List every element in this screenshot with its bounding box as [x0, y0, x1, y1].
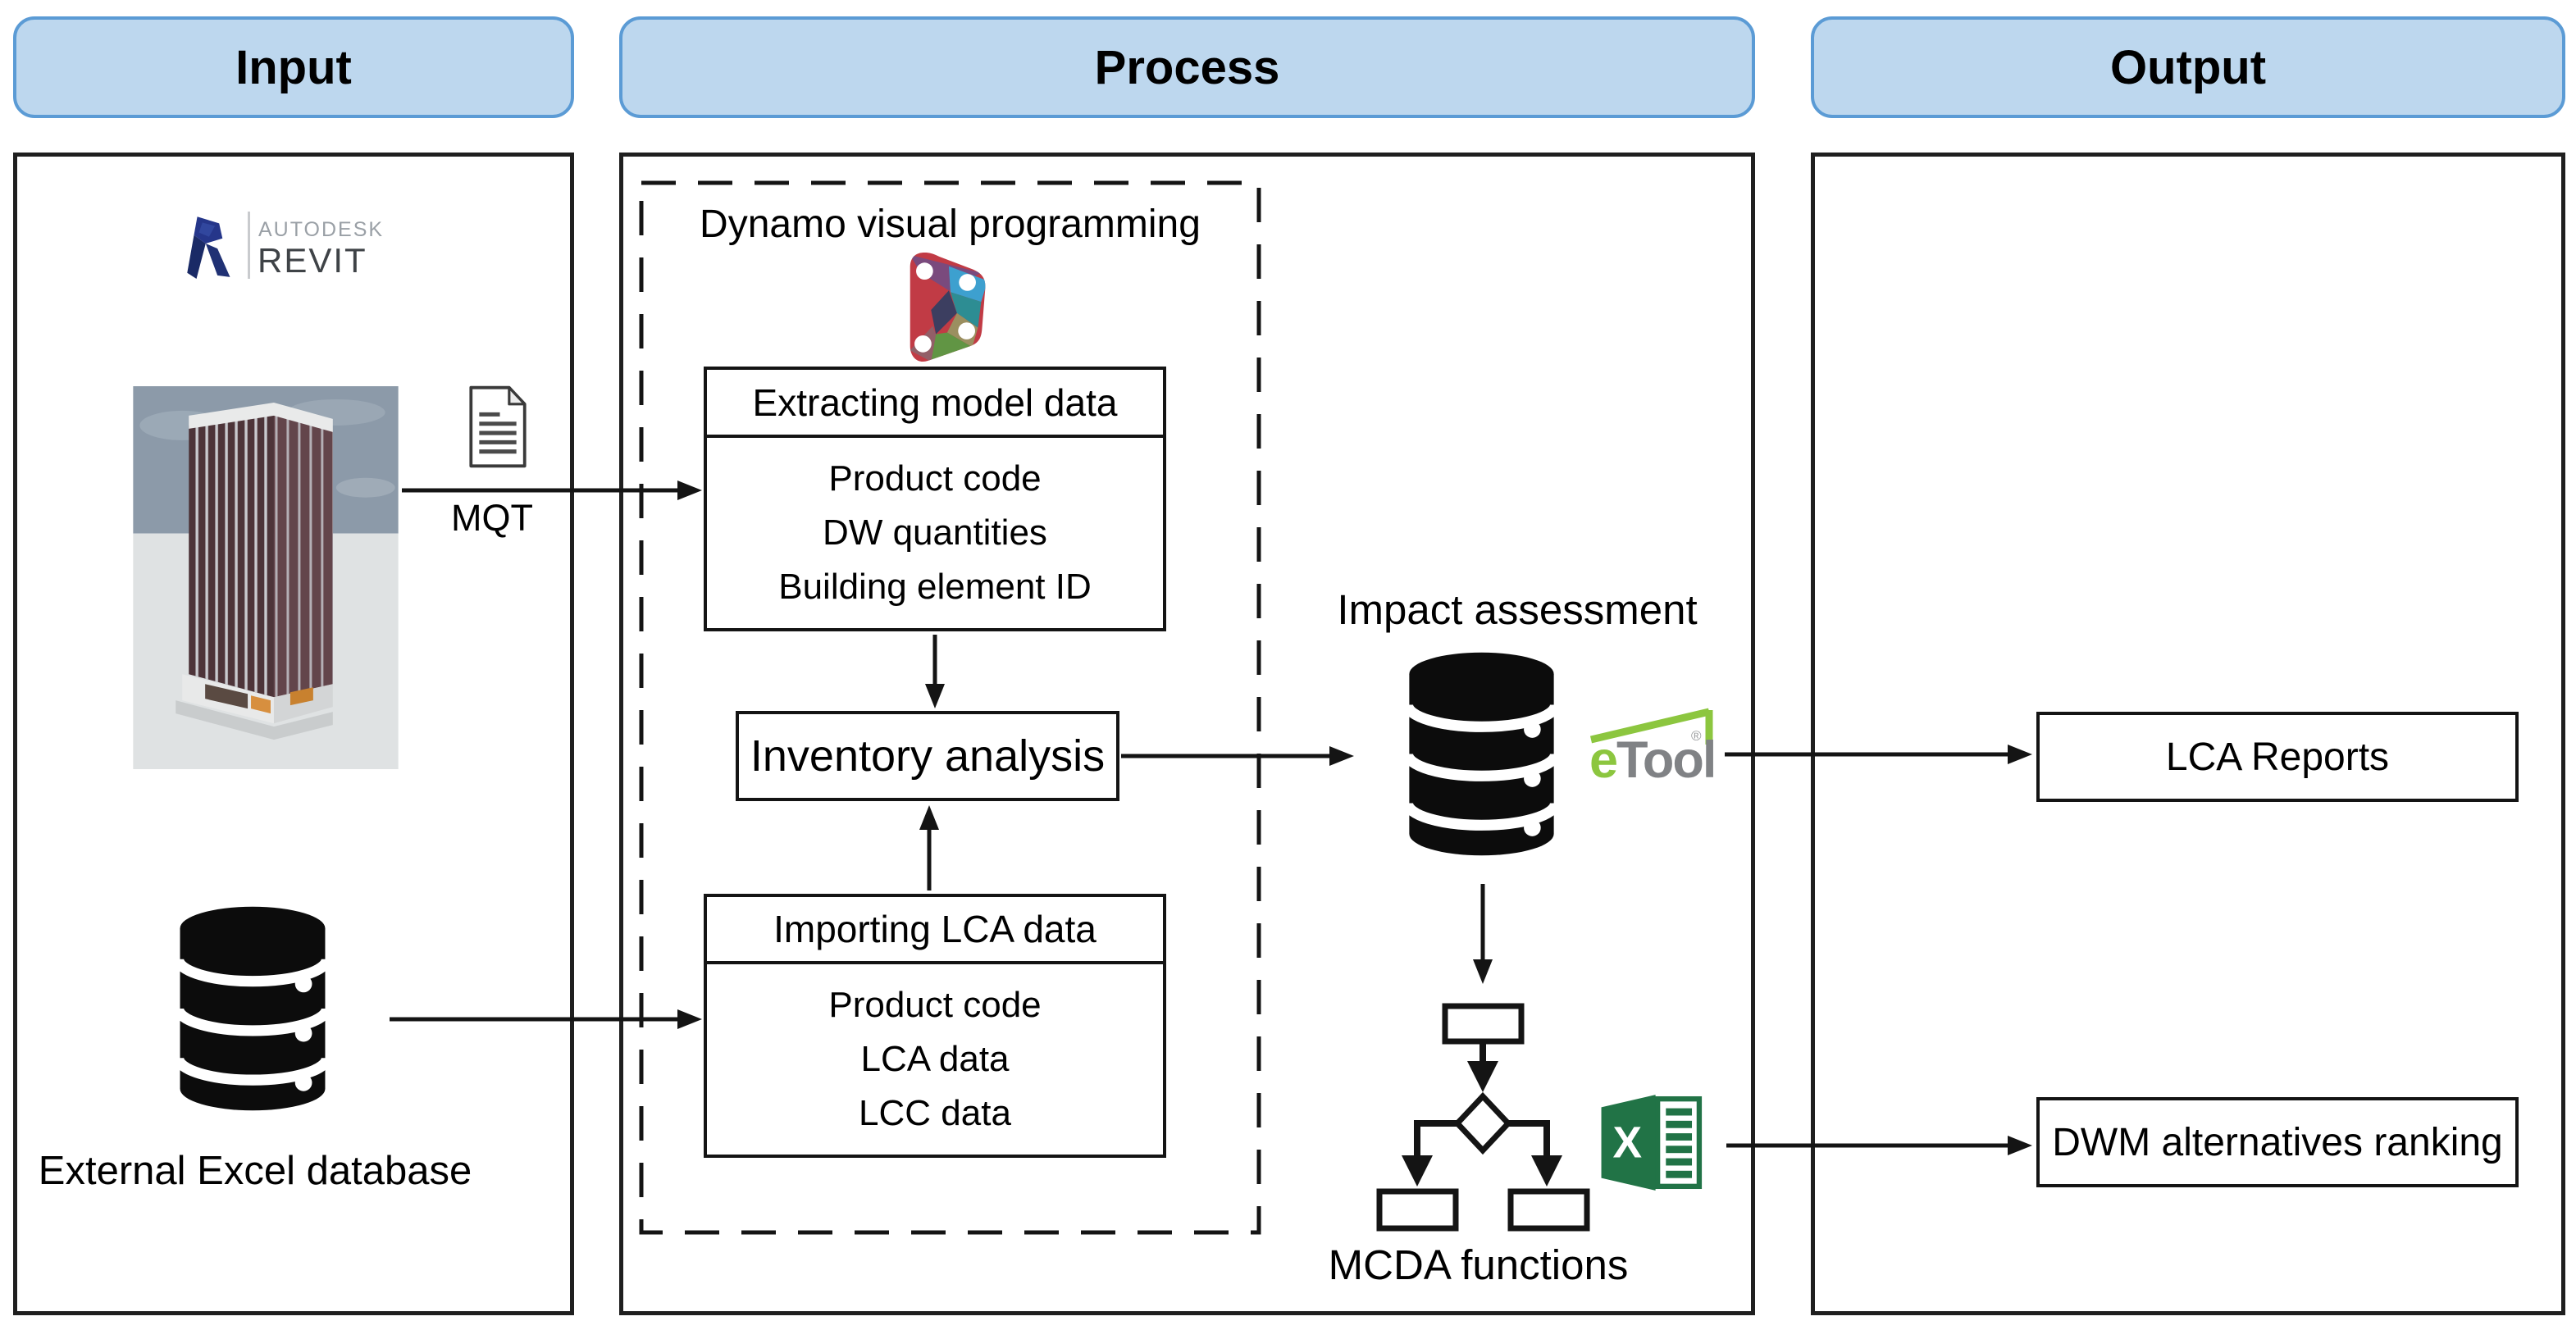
- revit-r-icon: [187, 216, 230, 279]
- mqt-document-icon: [469, 385, 527, 468]
- output-column-header: Output: [1811, 16, 2565, 118]
- autodesk-wordmark: AUTODESK: [258, 218, 385, 241]
- extracting-box-title: Extracting model data: [707, 370, 1163, 438]
- etool-letter-e: e: [1589, 731, 1618, 789]
- revit-wordmark: REVIT: [258, 241, 367, 280]
- process-header-label: Process: [1094, 40, 1280, 94]
- importing-item-lca-data: LCA data: [860, 1038, 1010, 1079]
- dynamo-visual-programming-label: Dynamo visual programming: [700, 203, 1201, 246]
- importing-box-items: Product code LCA data LCC data: [707, 964, 1163, 1154]
- input-column-header: Input: [13, 16, 574, 118]
- mcda-functions-label: MCDA functions: [1328, 1241, 1629, 1288]
- etool-registered-mark: ®: [1691, 728, 1702, 744]
- etool-wordmark: eTool: [1589, 735, 1717, 786]
- dwm-alternatives-ranking-box: DWM alternatives ranking: [2036, 1097, 2519, 1187]
- etool-logo: eTool ®: [1589, 705, 1721, 790]
- autodesk-revit-logo: AUTODESK REVIT: [185, 208, 390, 284]
- excel-x-letter: X: [1613, 1118, 1643, 1167]
- importing-item-lcc-data: LCC data: [859, 1092, 1011, 1133]
- importing-lca-data-box: Importing LCA data Product code LCA data…: [704, 894, 1166, 1158]
- external-database-icon: [175, 906, 331, 1111]
- extracting-model-data-box: Extracting model data Product code DW qu…: [704, 367, 1166, 631]
- inventory-analysis-label: Inventory analysis: [750, 731, 1106, 781]
- etool-letters-tool: Tool: [1616, 731, 1717, 789]
- dynamo-logo-icon: [910, 252, 986, 362]
- impact-assessment-label: Impact assessment: [1337, 586, 1698, 633]
- inventory-analysis-box: Inventory analysis: [736, 711, 1119, 801]
- dwm-alternatives-ranking-label: DWM alternatives ranking: [2052, 1120, 2503, 1164]
- process-column-header: Process: [619, 16, 1755, 118]
- impact-assessment-database-icon: [1402, 652, 1561, 856]
- mqt-file-label: MQT: [451, 497, 533, 539]
- revit-building-model-image: [133, 386, 399, 769]
- revit-logo-divider: [248, 212, 250, 279]
- output-header-label: Output: [2109, 40, 2267, 94]
- external-excel-database-label: External Excel database: [38, 1149, 472, 1193]
- lca-reports-box: LCA Reports: [2036, 712, 2519, 802]
- extracting-item-dw-quantities: DW quantities: [823, 512, 1047, 553]
- excel-icon: X: [1601, 1095, 1703, 1191]
- extracting-item-product-code: Product code: [828, 458, 1042, 499]
- lca-reports-label: LCA Reports: [2165, 735, 2390, 779]
- importing-item-product-code: Product code: [828, 984, 1042, 1025]
- input-header-label: Input: [235, 40, 352, 94]
- importing-box-title: Importing LCA data: [707, 897, 1163, 964]
- etool-roof-icon: [1589, 708, 1713, 745]
- extracting-item-building-element-id: Building element ID: [778, 567, 1092, 607]
- extracting-box-items: Product code DW quantities Building elem…: [707, 438, 1163, 628]
